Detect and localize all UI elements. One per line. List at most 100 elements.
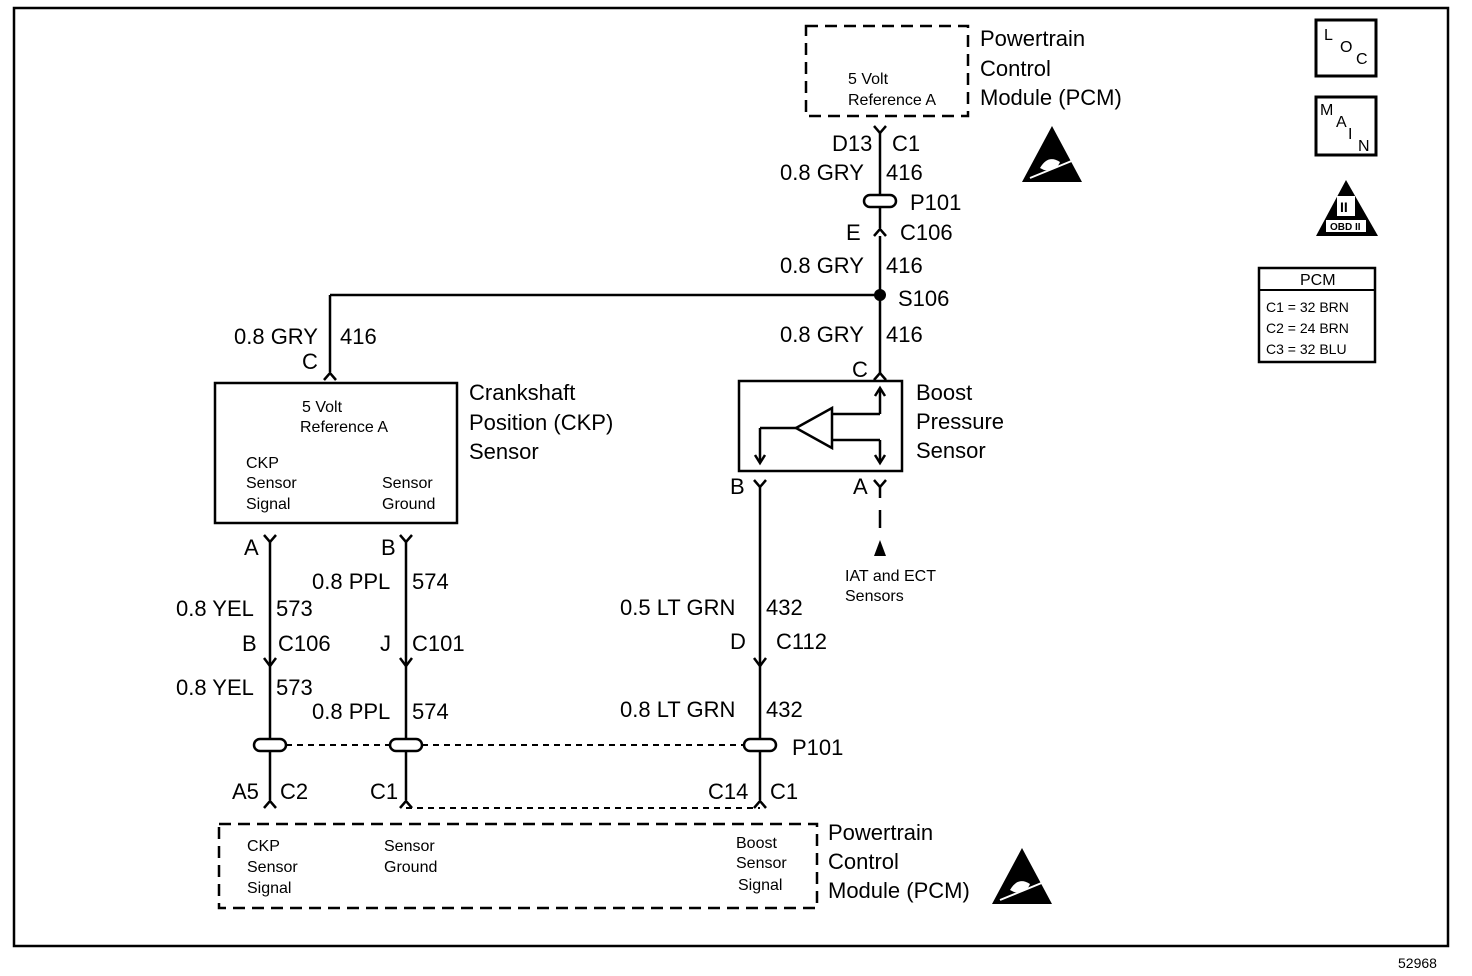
figure-number: 52968 (1398, 955, 1437, 971)
ckp-pin-c: C (302, 349, 318, 374)
wire-573-circuit-2: 573 (276, 675, 313, 700)
pcm-c1-terminal-icon (399, 799, 413, 809)
pcm-top-pin-d13: D13 (832, 131, 872, 156)
p101-573-connector-icon (252, 737, 288, 753)
wire-432-gauge: 0.5 LT GRN (620, 595, 735, 620)
wire-574-circuit: 574 (412, 569, 449, 594)
boost-c-terminal-icon (873, 371, 887, 381)
wire-416-gauge-a: 0.8 GRY (780, 160, 864, 185)
pcm-boost-line3: Signal (738, 877, 782, 894)
loc-icon: L O C (1314, 18, 1378, 78)
p101-432-connector-icon (742, 737, 778, 753)
pcm-connector-table: PCM C1 = 32 BRN C2 = 24 BRN C3 = 32 BLU (1257, 266, 1377, 364)
wire-416-gauge-ckp: 0.8 GRY (234, 324, 318, 349)
p101-label-top: P101 (910, 190, 961, 215)
pcm-table-row: C3 = 32 BLU (1266, 341, 1347, 357)
pcm-conn-c2: C2 (280, 779, 308, 804)
iat-arrow-icon (874, 540, 886, 556)
pcm-pin-c1: C1 (370, 779, 398, 804)
boost-title-line2: Pressure (916, 409, 1004, 434)
main-icon-letter-n: N (1358, 138, 1370, 155)
pcm-top-box (804, 24, 970, 118)
obd-ii-label: OBD II (1330, 222, 1361, 233)
c106-pin-e: E (846, 220, 861, 245)
pcm-boost-line1: Boost (736, 835, 777, 852)
pcm-ground-line2: Ground (384, 859, 437, 876)
pcm-table-header: PCM (1300, 272, 1336, 289)
loc-icon-letter-o: O (1340, 39, 1352, 56)
ckp-title-line1: Crankshaft (469, 380, 575, 405)
pcm-pin-c14: C14 (708, 779, 748, 804)
diagram-frame (12, 6, 1450, 948)
ckp-ground-line1: Sensor (382, 475, 433, 492)
wire-416: D13 C1 0.8 GRY 416 P101 E C106 0.8 GRY 4… (234, 125, 961, 381)
ckp-c-terminal-icon (323, 371, 337, 381)
esd-warning-icon (992, 848, 1052, 904)
pcm-top-ref-line2: Reference A (848, 92, 936, 109)
p101-574-connector-icon (388, 737, 424, 753)
s106-label: S106 (898, 286, 949, 311)
pcm-table-row: C2 = 24 BRN (1266, 320, 1349, 336)
c101-label: C101 (412, 631, 465, 656)
pcm-top-conn-c1: C1 (892, 131, 920, 156)
wire-573-gauge: 0.8 YEL (176, 596, 254, 621)
ckp-title-line2: Position (CKP) (469, 410, 613, 435)
obd-ii-icon: II OBD II (1316, 180, 1378, 236)
boost-pin-c: C (852, 357, 868, 382)
pcm-boost-line2: Sensor (736, 855, 787, 872)
boost-a-terminal-icon (873, 479, 887, 489)
pcm-bottom-box (217, 822, 819, 910)
ckp-pin-b: B (381, 535, 396, 560)
boost-title-line3: Sensor (916, 438, 986, 463)
main-icon: M A I N (1314, 95, 1378, 157)
loc-icon-letter-l: L (1324, 27, 1333, 44)
boost-b-terminal-icon (753, 479, 767, 489)
ckp-title-line3: Sensor (469, 439, 539, 464)
c106-label-573: C106 (278, 631, 331, 656)
wire-574-circuit-2: 574 (412, 699, 449, 724)
pcm-top-module: 5 Volt Reference A Powertrain Control Mo… (804, 24, 1122, 118)
ckp-signal-line1: CKP (246, 455, 279, 472)
main-icon-letter-i: I (1348, 126, 1352, 143)
wire-574-gauge: 0.8 PPL (312, 569, 390, 594)
pcm-bottom-title-line1: Powertrain (828, 820, 933, 845)
iat-ect-label-line1: IAT and ECT (845, 568, 936, 585)
wire-574: B 0.8 PPL 574 J C101 0.8 PPL 574 C1 (312, 534, 465, 809)
pcm-top-ref-line1: 5 Volt (848, 71, 889, 88)
p101-label-bottom: P101 (792, 735, 843, 760)
p101-inline-connector-icon (862, 193, 898, 209)
wire-416-circuit-a: 416 (886, 160, 923, 185)
pcm-bottom-title-line3: Module (PCM) (828, 878, 970, 903)
wire-432: 0.5 LT GRN 432 D C112 0.8 LT GRN 432 P10… (620, 479, 843, 809)
wire-432-circuit-2: 432 (766, 697, 803, 722)
main-icon-letter-m: M (1320, 102, 1333, 119)
pcm-ckp-line3: Signal (247, 880, 291, 897)
c112-label: C112 (776, 629, 827, 654)
pcm-conn-c1-boost: C1 (770, 779, 798, 804)
ckp-ref-line2: Reference A (300, 419, 388, 436)
ckp-a-terminal-icon (263, 534, 277, 544)
wire-432-circuit: 432 (766, 595, 803, 620)
pcm-top-title-line2: Control (980, 56, 1051, 81)
amplifier-icon (793, 405, 834, 451)
pcm-top-title-line3: Module (PCM) (980, 85, 1122, 110)
ckp-sensor-box (213, 381, 459, 525)
pcm-c14-terminal-icon (753, 799, 767, 809)
pcm-ckp-line2: Sensor (247, 859, 298, 876)
pcm-top-terminal-icon (873, 125, 887, 135)
wire-573: A 0.8 YEL 573 B C106 0.8 YEL 573 A5 C2 (176, 534, 331, 809)
wire-416-circuit-b: 416 (886, 253, 923, 278)
pcm-bottom-module: CKP Sensor Signal Sensor Ground Boost Se… (217, 820, 970, 910)
pcm-a5-terminal-icon (263, 799, 277, 809)
ckp-b-terminal-icon (399, 534, 413, 544)
pcm-ground-line1: Sensor (384, 838, 435, 855)
wire-416-circuit-c: 416 (886, 322, 923, 347)
c101-pin-j: J (380, 631, 391, 656)
pcm-table-row: C1 = 32 BRN (1266, 299, 1349, 315)
main-icon-letter-a: A (1336, 114, 1347, 131)
ckp-pin-a: A (244, 535, 259, 560)
wire-416-gauge-b: 0.8 GRY (780, 253, 864, 278)
obd-ii-numeral: II (1340, 199, 1348, 215)
c106-pin-b: B (242, 631, 257, 656)
